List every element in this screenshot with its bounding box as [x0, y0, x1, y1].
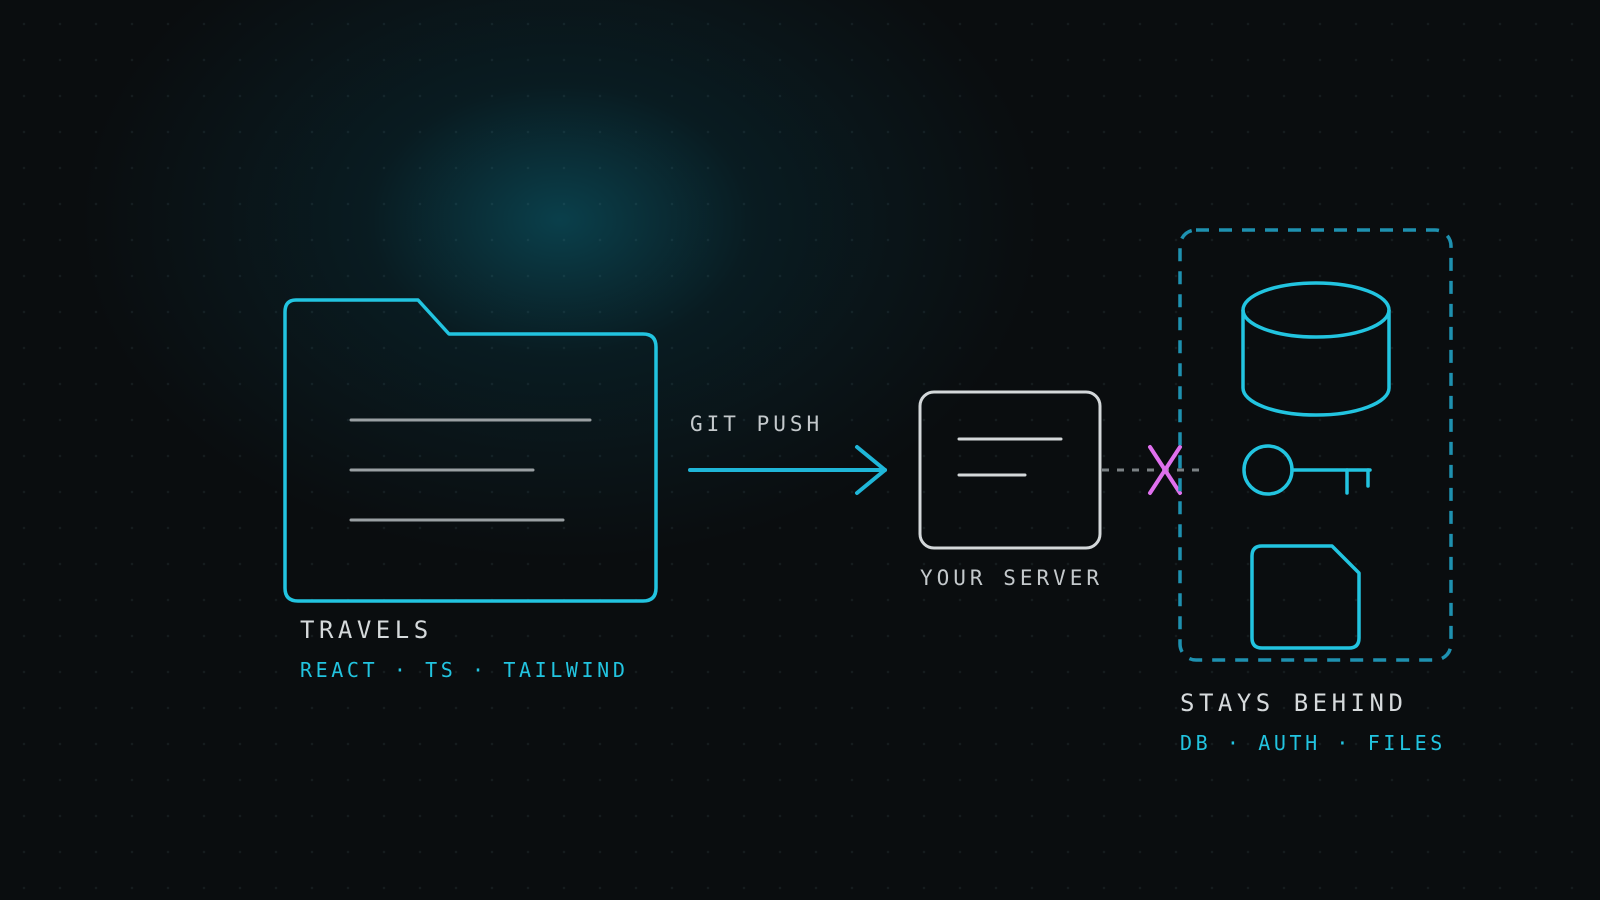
- stays-behind-items: DB · AUTH · FILES: [1180, 731, 1446, 755]
- key-icon: [1242, 444, 1372, 496]
- server-label: YOUR SERVER: [920, 566, 1104, 590]
- folder-icon: [283, 298, 658, 603]
- folder-outline: [283, 298, 658, 603]
- arrow-right-icon: [688, 445, 887, 495]
- source-title: TRAVELS: [300, 616, 433, 644]
- stays-behind-enclosure: [1178, 228, 1453, 662]
- file-icon: [1250, 544, 1361, 650]
- server-window-icon: [918, 390, 1102, 550]
- git-push-label: GIT PUSH: [690, 412, 824, 436]
- database-icon: [1241, 281, 1391, 417]
- stays-behind-title: STAYS BEHIND: [1180, 689, 1408, 717]
- source-stack: REACT · TS · TAILWIND: [300, 658, 629, 682]
- x-mark-icon: [1148, 445, 1182, 495]
